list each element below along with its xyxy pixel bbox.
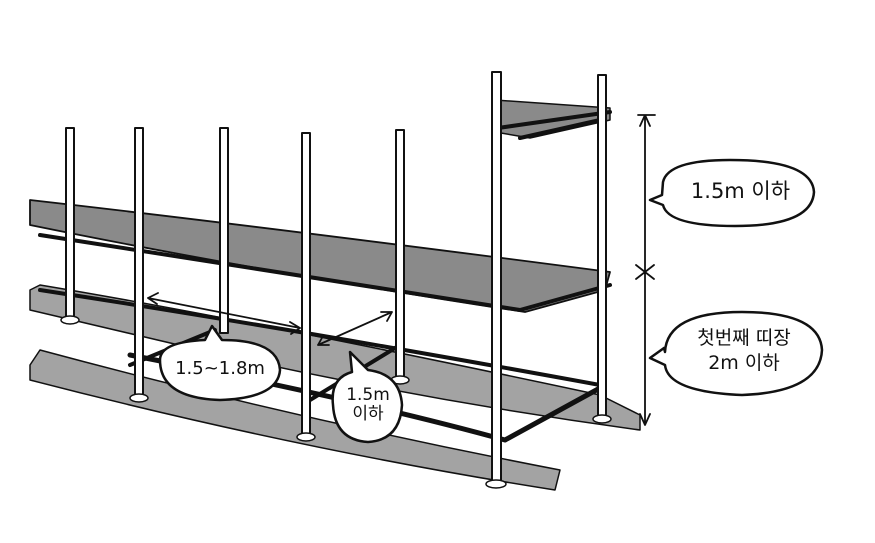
depth-label: 1.5m 이하 bbox=[334, 386, 402, 423]
depth-label-line1: 1.5m bbox=[346, 385, 390, 405]
bay-span-dimension bbox=[147, 292, 301, 335]
standard-post bbox=[491, 71, 502, 483]
bay-span-label: 1.5~1.8m bbox=[175, 358, 265, 379]
bubble-upper-height bbox=[648, 158, 816, 228]
first-ledger-label-line1: 첫번째 띠장 bbox=[697, 327, 791, 349]
standard-post bbox=[395, 129, 405, 379]
first-ledger-label: 첫번째 띠장 2m 이하 bbox=[668, 328, 820, 374]
standard-post bbox=[65, 127, 75, 319]
standard-post bbox=[301, 132, 311, 436]
bubble-first-ledger bbox=[648, 310, 824, 397]
main-board bbox=[29, 199, 611, 313]
standard-post bbox=[134, 127, 144, 397]
depth-dimension bbox=[317, 311, 393, 346]
upper-height-label: 1.5m 이하 bbox=[690, 179, 791, 203]
bubble-bay-span bbox=[158, 324, 282, 402]
base-plates bbox=[60, 315, 612, 489]
ground-strip-back bbox=[29, 284, 641, 431]
depth-label-line2: 이하 bbox=[352, 403, 384, 424]
standard-post bbox=[597, 74, 607, 418]
standard-post bbox=[219, 127, 229, 334]
bubble-depth bbox=[331, 350, 404, 444]
main-ledger-front bbox=[38, 233, 612, 312]
first-ledger-label-line2: 2m 이하 bbox=[708, 351, 780, 374]
height-dimension bbox=[635, 114, 656, 426]
upper-ledger bbox=[496, 110, 612, 140]
